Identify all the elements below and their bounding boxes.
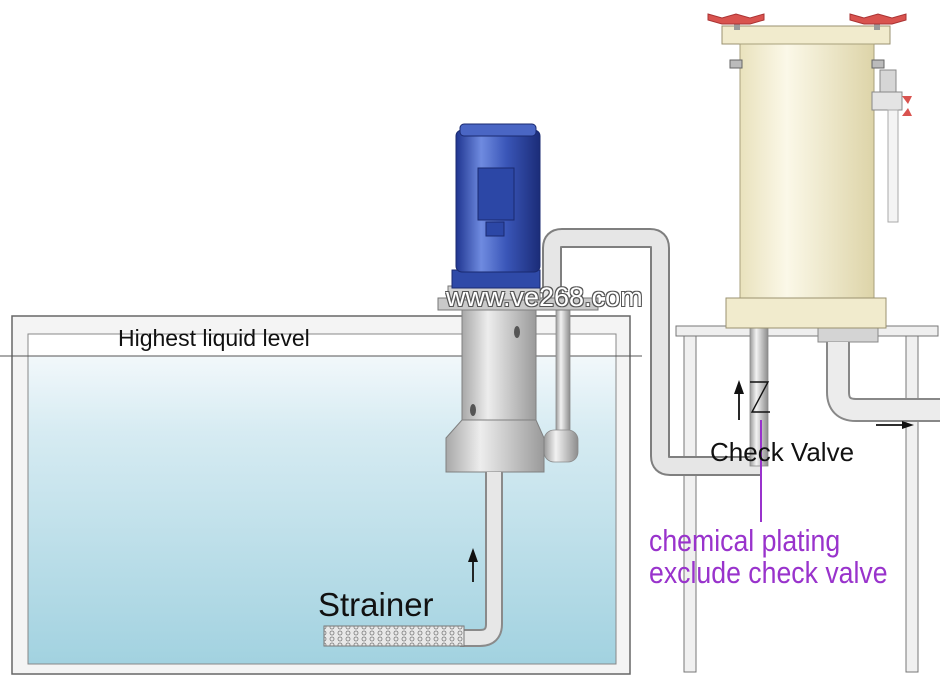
drain-valve-icon[interactable] (902, 96, 912, 116)
watermark: www.ve268.com (446, 284, 643, 311)
check-valve-label: Check Valve (710, 439, 854, 465)
chemical-plating-note-line1: chemical plating (649, 525, 840, 556)
highest-liquid-level-label: Highest liquid level (118, 327, 310, 350)
filter-chamber (722, 26, 902, 328)
filter-stand (676, 326, 938, 672)
strainer (324, 626, 464, 646)
filter-outlet-pipe (818, 326, 940, 410)
check-valve-flow-arrow-icon (734, 380, 744, 420)
chemical-plating-note-line2: exclude check valve (649, 557, 888, 588)
strainer-label: Strainer (318, 588, 434, 621)
motor (452, 124, 540, 288)
